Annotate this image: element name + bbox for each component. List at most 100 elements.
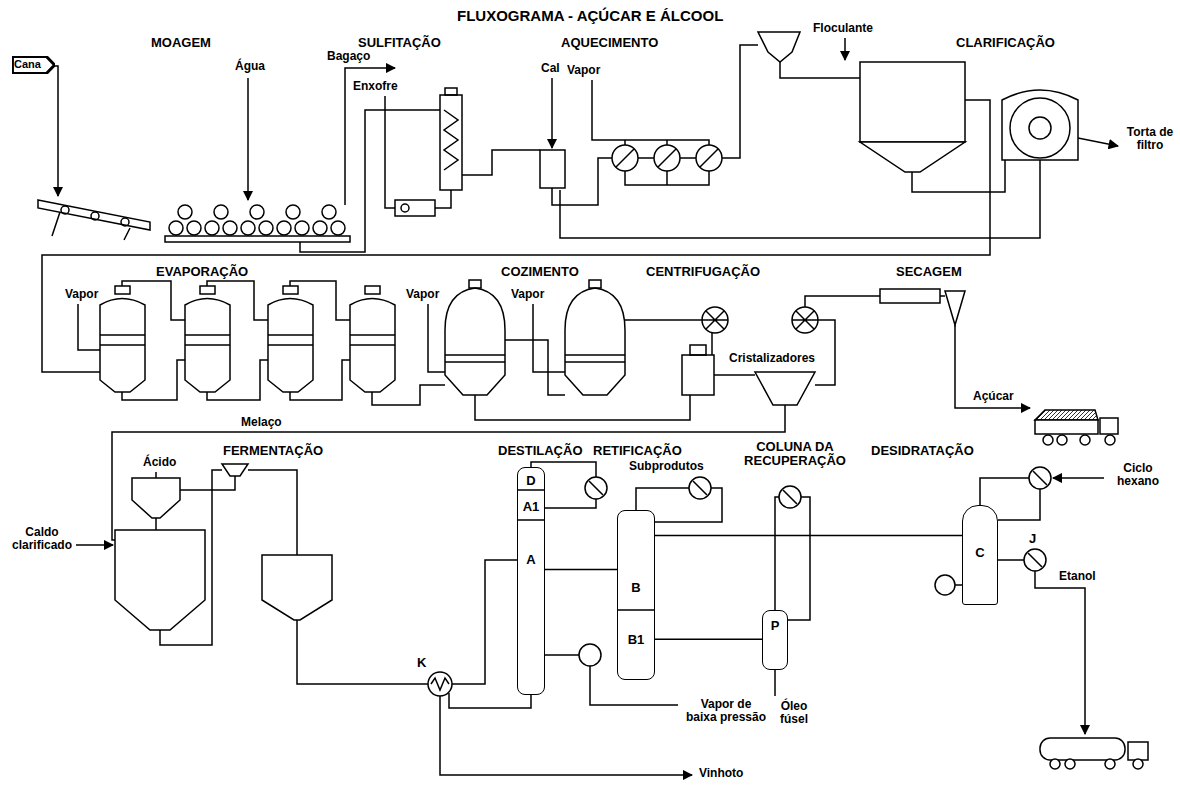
distillation <box>636 488 722 522</box>
mill-tandem <box>322 205 336 219</box>
mill-tandem <box>313 221 327 235</box>
rotary-filter <box>1002 90 1078 160</box>
mill-tandem <box>277 221 291 235</box>
sugar-truck <box>1057 435 1067 445</box>
mill-tandem <box>52 212 130 240</box>
mill-tandem <box>38 66 350 242</box>
sulfitation-tower <box>462 150 540 175</box>
sugar-truck <box>1080 435 1090 445</box>
heaters <box>592 45 758 185</box>
section-heading: CLARIFICAÇÃO <box>955 36 1056 50</box>
fermentation <box>155 518 157 530</box>
section-heading: COZIMENTO <box>500 265 580 279</box>
mill-tandem <box>178 205 192 219</box>
fermentation <box>132 478 180 518</box>
stream-label: Floculante <box>812 22 874 35</box>
flash-tank <box>758 32 800 62</box>
mill-tandem <box>165 236 350 242</box>
evaporators <box>185 299 230 393</box>
dryer <box>880 289 940 303</box>
sugar-truck <box>1035 410 1098 420</box>
stream-label: Ciclo hexano <box>1108 462 1168 488</box>
distillation <box>517 462 810 705</box>
equipment-letter: J <box>1028 532 1037 546</box>
section-heading: RETIFICAÇÃO <box>592 444 683 458</box>
lime-tank <box>540 150 565 188</box>
heat-exchanger <box>431 678 449 690</box>
vacuum-pans <box>565 288 625 395</box>
distillation <box>774 670 776 696</box>
lime-tank <box>540 78 612 205</box>
mill-tandem <box>187 221 201 235</box>
rectification-column: BB1 <box>617 510 655 680</box>
sugar-truck <box>1100 418 1118 434</box>
mill-tandem <box>169 221 183 235</box>
sulfitation-tower <box>440 88 540 190</box>
vacuum-pans <box>589 280 601 288</box>
stream-label: Vinhoto <box>698 767 744 780</box>
sulfur-line <box>385 96 395 208</box>
sugar-truck <box>1043 435 1053 445</box>
evaporators <box>78 304 100 350</box>
ethanol-truck <box>1065 759 1075 769</box>
section-heading: COLUNA DA RECUPERAÇÃO <box>738 440 852 469</box>
section-heading: CENTRIFUGAÇÃO <box>645 265 761 279</box>
vacuum-pans <box>445 355 505 362</box>
dryer <box>940 291 965 325</box>
stream-label: Cal <box>540 62 561 75</box>
flocculant-line <box>844 38 846 60</box>
sulfitation-tower <box>440 95 462 190</box>
arrow-outline <box>12 57 54 74</box>
stream-label: Vapor <box>64 288 99 301</box>
pipe-connector <box>655 638 762 640</box>
centrifuges <box>690 345 706 355</box>
heaters <box>616 149 718 167</box>
stream-label: Etanol <box>1058 570 1097 583</box>
stream-label: Água <box>234 60 266 73</box>
dehydration <box>1035 571 1085 734</box>
recovery-column: P <box>762 610 788 670</box>
stream-label: Cristalizadores <box>728 352 816 365</box>
stream-label: Açúcar <box>972 390 1015 403</box>
dehydration-column: C <box>962 505 998 605</box>
column-letter: Cana <box>12 58 43 70</box>
sulfur-burner <box>401 204 409 212</box>
diagram-title: FLUXOGRAMA - AÇÚCAR E ÁLCOOL <box>456 8 724 25</box>
dryer <box>955 325 1030 408</box>
dehydration <box>998 553 1042 567</box>
section-heading: SULFITAÇÃO <box>357 36 442 50</box>
section-heading: DESTILAÇÃO <box>497 444 584 458</box>
evaporators <box>122 281 185 320</box>
distillation <box>589 481 797 504</box>
fermentation <box>72 544 113 546</box>
heaters <box>625 171 709 185</box>
evaporators <box>350 299 395 393</box>
evaporators <box>207 360 268 400</box>
section-heading: MOAGEM <box>150 36 212 50</box>
distillation <box>545 655 678 705</box>
centrifuges <box>682 355 714 395</box>
fermentation <box>180 470 297 555</box>
flocculant-line <box>844 38 846 60</box>
heat-exchanger <box>452 560 517 684</box>
stream-label: Vapor <box>405 288 440 301</box>
evaporators <box>100 335 145 345</box>
flash-tank <box>758 32 860 78</box>
dryer <box>880 289 1030 408</box>
evaporators <box>290 281 350 320</box>
vacuum-pans <box>469 280 481 288</box>
centrifuges <box>112 405 785 540</box>
evaporators <box>350 335 395 345</box>
stream-label: Enxofre <box>352 80 399 93</box>
stream-label: Bagaço <box>326 50 371 63</box>
pipe-connector <box>655 535 962 537</box>
sulfur-line <box>385 96 395 208</box>
clarifier <box>912 150 1005 192</box>
evaporators <box>100 299 145 393</box>
rotary-filter <box>560 90 1118 238</box>
mill-tandem <box>52 66 58 196</box>
evaporators <box>78 281 445 405</box>
ethanol-truck <box>1040 738 1148 769</box>
